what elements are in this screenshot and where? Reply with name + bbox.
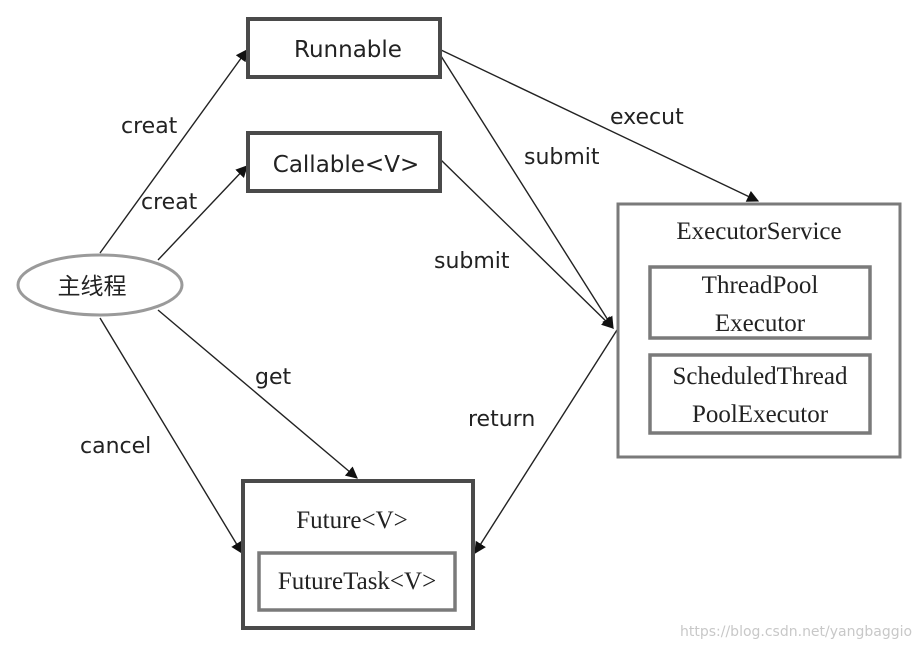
edge-get	[157, 309, 358, 479]
future-label: Future<V>	[296, 507, 408, 534]
label-creat-runnable: creat	[121, 114, 178, 139]
future-task-label: FutureTask<V>	[278, 568, 436, 595]
runnable-label: Runnable	[294, 37, 402, 63]
edge-submit-runnable	[440, 55, 614, 330]
edge-execut	[440, 49, 760, 202]
watermark: https://blog.csdn.net/yangbaggio	[680, 624, 912, 640]
label-cancel: cancel	[80, 434, 151, 459]
label-submit-runnable: submit	[524, 145, 600, 170]
label-execut: execut	[610, 105, 684, 130]
label-creat-callable: creat	[141, 190, 198, 215]
edge-return	[474, 329, 618, 555]
edge-creat-callable	[157, 165, 248, 261]
thread-pool-executor-label-line2: Executor	[715, 310, 806, 337]
scheduled-executor-label-line1: ScheduledThread	[673, 363, 848, 390]
thread-pool-executor-label-line1: ThreadPool	[702, 272, 819, 299]
label-get: get	[255, 365, 292, 390]
edge-creat-runnable	[99, 49, 248, 254]
edge-cancel	[99, 317, 243, 555]
main-thread-label: 主线程	[58, 274, 127, 300]
label-submit-callable: submit	[434, 249, 510, 274]
edge-submit-callable	[440, 159, 614, 329]
callable-label: Callable<V>	[273, 152, 419, 178]
scheduled-executor-label-line2: PoolExecutor	[692, 401, 829, 428]
scheduled-thread-pool-executor-node	[648, 353, 872, 435]
executor-service-label: ExecutorService	[676, 218, 841, 245]
future-task-node	[257, 551, 457, 612]
callable-node	[246, 131, 442, 193]
label-return: return	[468, 407, 535, 432]
runnable-node	[246, 17, 442, 79]
main-thread-node	[16, 253, 184, 317]
thread-pool-executor-node	[648, 265, 872, 340]
